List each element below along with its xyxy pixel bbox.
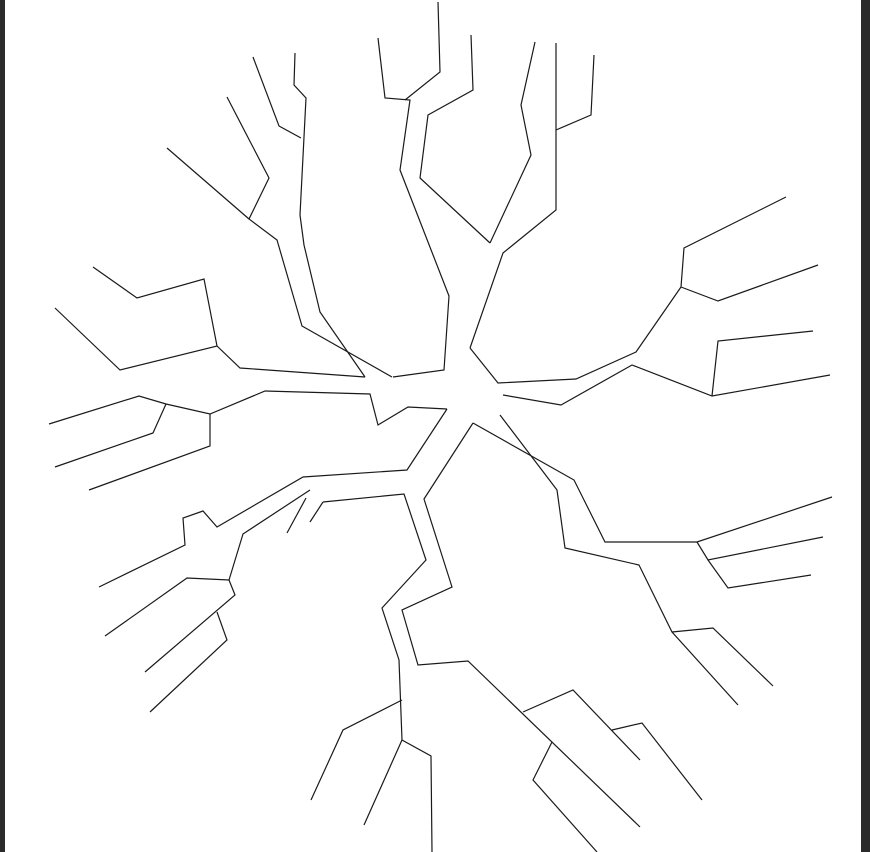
wall-path — [377, 37, 450, 378]
wall-path — [286, 497, 307, 534]
wall-path — [472, 422, 833, 543]
wall-path — [166, 147, 250, 220]
wall-path — [252, 56, 302, 139]
wall-path — [502, 364, 831, 406]
wall-path — [522, 689, 641, 761]
wall-path — [149, 611, 228, 713]
wall-path — [401, 422, 641, 828]
wall-path — [404, 1, 441, 101]
wall-path — [104, 489, 311, 637]
wall-path — [92, 266, 218, 347]
wall-path — [489, 41, 536, 244]
wall-path — [322, 493, 433, 852]
wall-path — [671, 627, 774, 687]
wall-path — [54, 403, 167, 468]
wall-path — [707, 559, 812, 589]
wall-path — [98, 408, 448, 588]
wall-path — [680, 264, 819, 302]
wall-path — [555, 54, 595, 131]
maze-walls — [48, 1, 833, 852]
wall-path — [419, 34, 491, 244]
wall-path — [469, 196, 787, 384]
wall-path — [88, 414, 211, 491]
wall-path — [711, 330, 814, 397]
wall-path — [309, 501, 324, 523]
wall-path — [226, 96, 393, 378]
wall-path — [363, 739, 403, 826]
wall-path — [54, 307, 366, 378]
wall-path — [144, 579, 236, 673]
wall-path — [310, 699, 403, 801]
wall-path — [611, 722, 703, 801]
wall-path — [696, 536, 824, 561]
wall-path — [469, 43, 557, 349]
wall-path — [532, 741, 598, 852]
wall-path — [293, 52, 366, 378]
drawing-canvas — [5, 0, 861, 852]
wall-path — [48, 390, 448, 426]
wall-path — [499, 414, 739, 706]
